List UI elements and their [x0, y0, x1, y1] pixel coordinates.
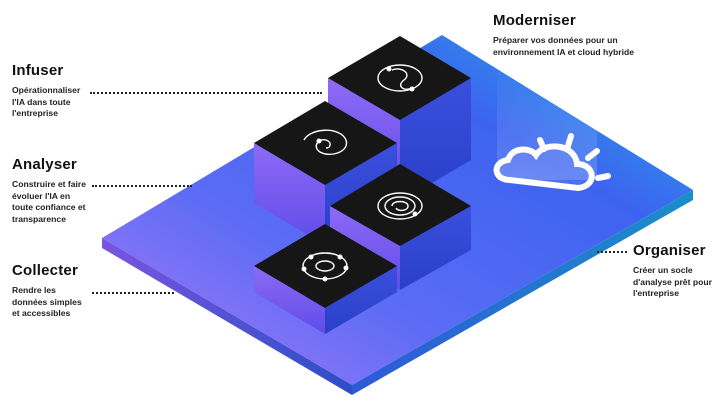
- collecter-leader: [92, 292, 174, 294]
- platform-side: [352, 190, 693, 395]
- organiser-title: Organiser: [633, 242, 706, 259]
- block-collecter: [254, 224, 397, 334]
- collecter-desc: Rendre les données simples et accessible…: [12, 285, 82, 318]
- label-collecter: Collecter Rendre les données simples et …: [12, 262, 132, 320]
- infuser-icon: [377, 64, 423, 92]
- collecter-icon: [301, 252, 349, 282]
- platform-front: [102, 238, 352, 395]
- analyser-title: Analyser: [12, 156, 77, 173]
- infuser-desc: Opérationnaliser l'IA dans toute l'entre…: [12, 85, 81, 118]
- cloud-icon: [493, 133, 611, 192]
- label-moderniser: Moderniser Préparer vos données pour un …: [493, 12, 693, 58]
- organiser-icon: [377, 192, 423, 220]
- cloud-glow: [497, 60, 597, 180]
- analyser-icon: [303, 129, 348, 156]
- organiser-desc: Créer un socle d'analyse prêt pour l'ent…: [633, 265, 712, 298]
- label-organiser: Organiser Créer un socle d'analyse prêt …: [633, 242, 725, 300]
- analyser-desc: Construire et faire évoluer l'IA en tout…: [12, 179, 87, 224]
- infuser-title: Infuser: [12, 62, 64, 79]
- collecter-title: Collecter: [12, 262, 78, 279]
- label-analyser: Analyser Construire et faire évoluer l'I…: [12, 156, 132, 225]
- moderniser-title: Moderniser: [493, 12, 576, 29]
- infuser-leader: [90, 92, 322, 94]
- label-infuser: Infuser Opérationnaliser l'IA dans toute…: [12, 62, 132, 120]
- analyser-leader: [92, 185, 192, 187]
- moderniser-desc: Préparer vos données pour un environneme…: [493, 35, 635, 57]
- organiser-leader: [597, 251, 627, 253]
